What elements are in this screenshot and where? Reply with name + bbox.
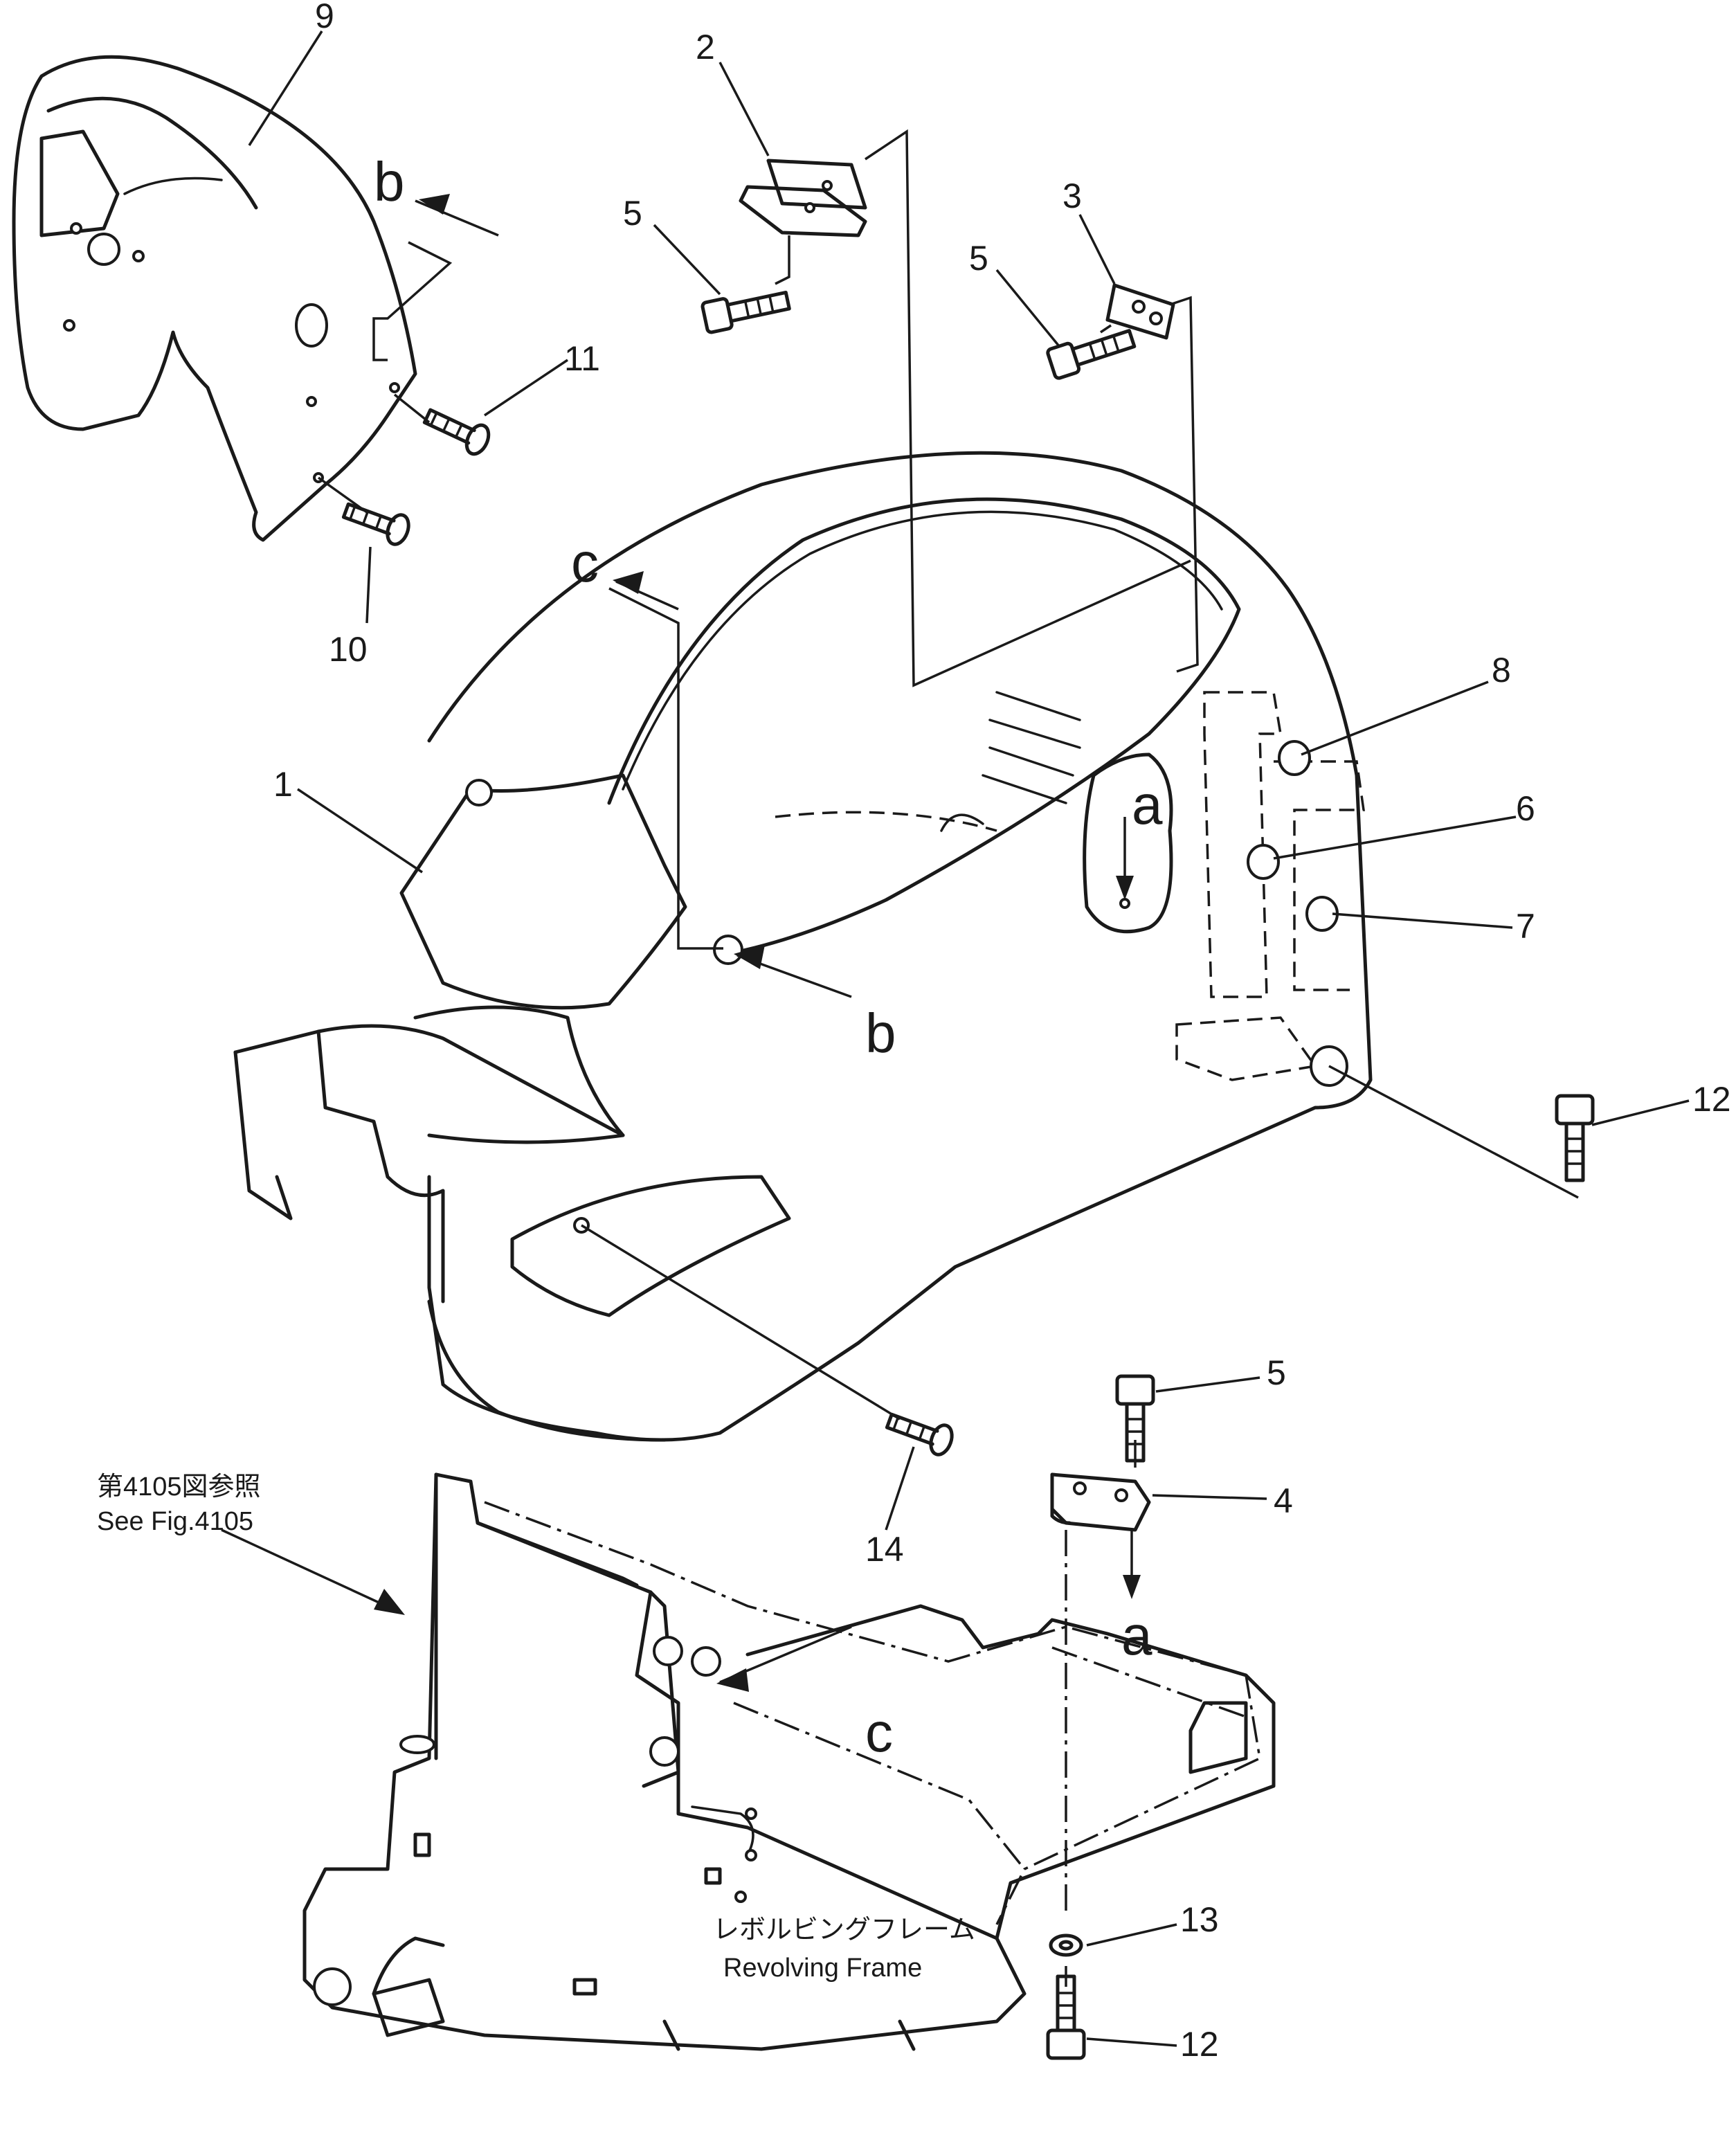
view-arrow-b-top (415, 194, 499, 237)
view-label-a: a (1121, 1605, 1152, 1666)
part-9-side-cover (12, 55, 417, 542)
callout-10: 10 (329, 630, 368, 669)
part-3-plate (1105, 283, 1175, 340)
callout-5: 5 (623, 194, 642, 233)
view-arrow-b-mid (734, 945, 852, 998)
revolving-frame-label-en: Revolving Frame (723, 1954, 922, 1983)
cover-hole (295, 303, 328, 348)
bolt-12 (1046, 1974, 1086, 2060)
view-labels: b b c c a a (374, 151, 1163, 1763)
callout-9: 9 (315, 0, 334, 35)
revolving-frame-label-jp: レボルビングフレーム (713, 1915, 975, 1945)
callout-12: 12 (1692, 1080, 1731, 1119)
washer-13 (1049, 1933, 1083, 1957)
bolt-5 (1046, 329, 1137, 380)
callout-2: 2 (696, 28, 715, 66)
see-fig-note-en: See Fig.4105 (97, 1507, 253, 1536)
reference-notes: 第4105図参照 See Fig.4105 レボルビングフレーム Revolvi… (97, 1472, 975, 1983)
callout-14: 14 (865, 1530, 904, 1569)
screw-11 (422, 408, 491, 456)
screw-10 (341, 502, 410, 546)
bolt-5 (700, 290, 791, 334)
callout-5: 5 (1267, 1353, 1286, 1392)
screw-14 (885, 1412, 954, 1457)
view-label-b: b (374, 151, 405, 213)
callout-13: 13 (1180, 1900, 1219, 1939)
view-label-c: c (865, 1702, 893, 1763)
callout-1: 1 (273, 765, 293, 804)
callout-12: 12 (1180, 2025, 1219, 2064)
cover-hole (87, 233, 120, 266)
part-2-handle-bracket (739, 159, 867, 237)
callout-11: 11 (564, 339, 600, 378)
view-label-b: b (865, 1002, 896, 1064)
assembly-lines (317, 129, 1579, 1987)
revolving-frame (302, 1472, 1276, 2051)
callout-leaders (248, 30, 1690, 2047)
view-arrow-c-top (613, 571, 679, 611)
callout-4: 4 (1274, 1481, 1293, 1520)
callout-labels: 9 2 5 3 5 11 10 1 8 6 7 12 14 5 4 13 12 (273, 0, 1731, 2064)
see-fig-note-jp: 第4105図参照 (97, 1472, 261, 1502)
callout-5: 5 (969, 239, 988, 278)
bolt-12 (1555, 1094, 1595, 1182)
see-fig-arrow (221, 1529, 405, 1615)
callout-8: 8 (1492, 651, 1511, 689)
part-4-bracket (1050, 1472, 1151, 1532)
view-label-a: a (1132, 774, 1163, 836)
view-arrow-c-low (716, 1625, 852, 1692)
callout-6: 6 (1516, 789, 1535, 828)
view-label-c: c (571, 532, 599, 593)
callout-7: 7 (1516, 907, 1535, 946)
part-1-main-cover (233, 451, 1373, 1442)
callout-3: 3 (1063, 177, 1082, 215)
